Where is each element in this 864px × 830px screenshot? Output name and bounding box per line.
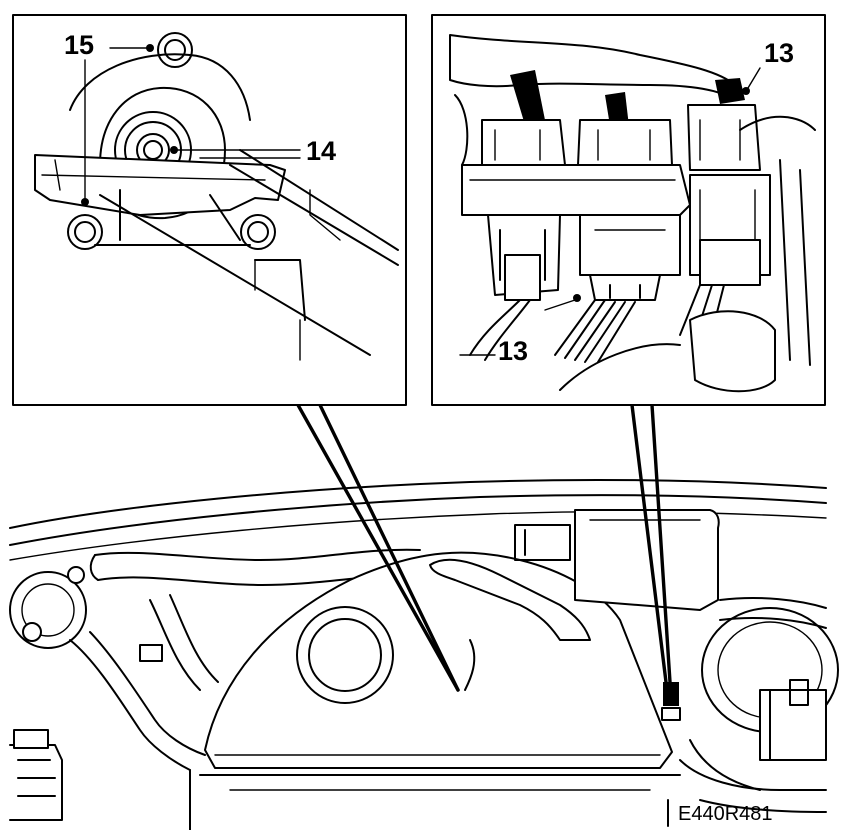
mounting-bolt-top [157, 32, 193, 68]
left-detail-panel: 15 14 [12, 14, 407, 406]
figure-reference: E440R481 [667, 799, 773, 827]
figure-code: E440R481 [678, 803, 773, 825]
callout-13-top: 13 [764, 38, 794, 68]
connector-location-marker [661, 682, 681, 721]
callout-14: 14 [306, 136, 336, 166]
right-leader-lines [630, 403, 672, 684]
callout-15: 15 [64, 30, 94, 60]
connector-left [481, 119, 566, 301]
mounting-bolt-left [67, 214, 103, 250]
engine-bay-illustration [9, 479, 839, 830]
right-strut-tower [701, 607, 839, 761]
left-leader-lines [296, 403, 460, 692]
left-lower-component [9, 729, 63, 821]
callout-13-bottom: 13 [498, 336, 528, 366]
left-strut-tower [9, 566, 87, 649]
oil-filler-cap [296, 606, 394, 704]
right-detail-panel: 13 13 [431, 14, 826, 406]
mounting-bolt-right [240, 214, 276, 250]
connector-middle [577, 119, 681, 301]
connector-right [687, 104, 771, 286]
